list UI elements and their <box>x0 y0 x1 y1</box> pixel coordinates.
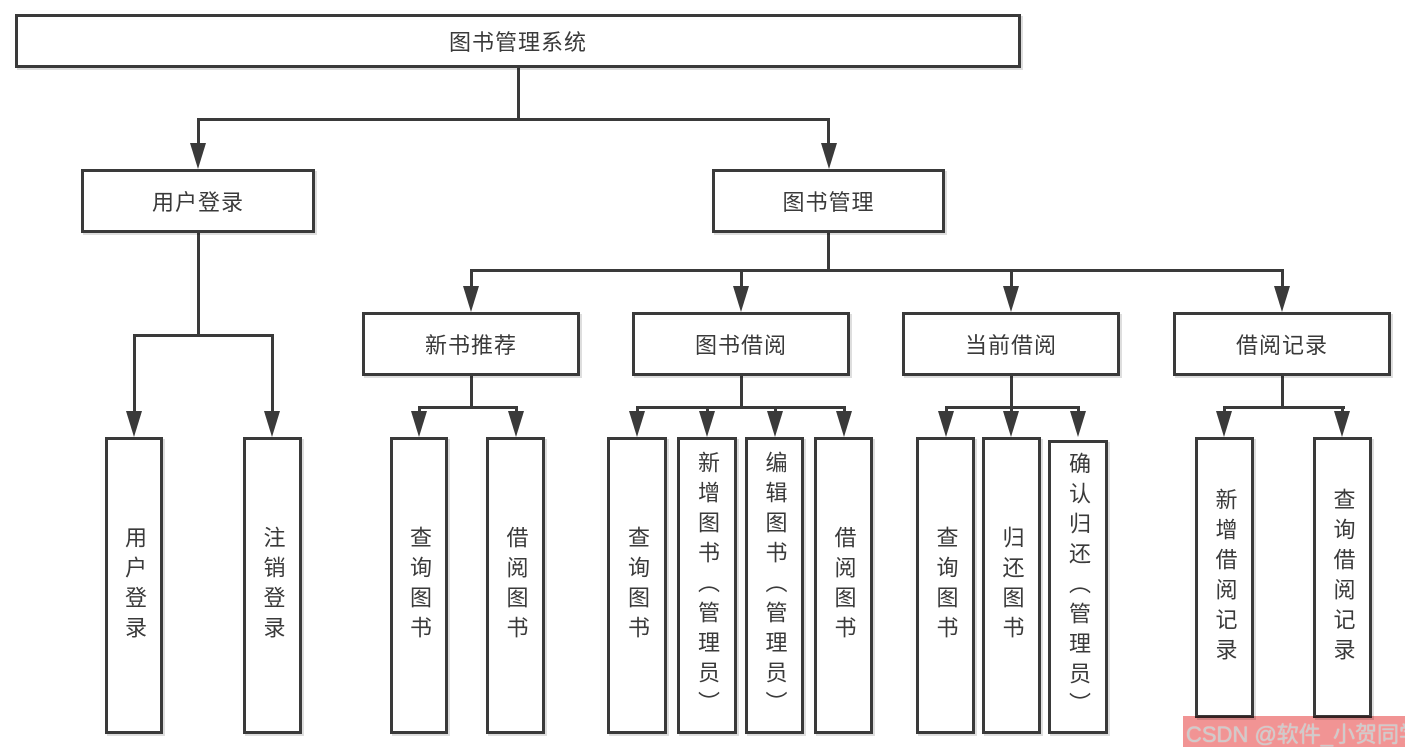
connector-line-v <box>1341 406 1344 414</box>
arrow-down-icon <box>190 143 206 169</box>
connector-line-v <box>133 334 136 413</box>
leaf-label: 查询图书 <box>933 525 959 646</box>
leaf-label: 编辑图书（管理员） <box>762 450 788 721</box>
node-label: 图书管理 <box>782 190 875 215</box>
connector-line-v <box>1281 269 1284 290</box>
node-label: 当前借阅 <box>964 333 1057 358</box>
connector-line-v <box>517 68 520 120</box>
arrow-down-icon <box>508 411 524 437</box>
leaf-label: 借阅图书 <box>831 525 857 646</box>
arrow-down-icon <box>1216 411 1232 437</box>
connector-line-h <box>133 334 274 337</box>
leaf-borrow-books-recommend: 借阅图书 <box>486 437 545 734</box>
connector-line-v <box>827 233 830 272</box>
connector-line-v <box>197 233 200 336</box>
arrow-down-icon <box>767 411 783 437</box>
leaf-label: 查询图书 <box>407 525 432 646</box>
leaf-label: 查询借阅记录 <box>1330 487 1356 668</box>
leaf-add-borrow-record: 新增借阅记录 <box>1195 437 1254 718</box>
arrow-down-icon <box>126 411 142 437</box>
leaf-logout: 注销登录 <box>243 437 302 734</box>
node-label: 用户登录 <box>151 190 244 215</box>
connector-line-v <box>945 406 948 414</box>
connector-line-v <box>1010 269 1013 290</box>
node-label: 图书借阅 <box>694 333 787 358</box>
arrow-down-icon <box>1003 411 1019 437</box>
leaf-label: 确认归还（管理员） <box>1066 452 1091 722</box>
arrow-down-icon <box>836 411 852 437</box>
connector-line-h <box>470 269 1283 272</box>
arrow-down-icon <box>264 411 280 437</box>
leaf-label: 查询图书 <box>625 525 650 646</box>
node-label: 图书管理系统 <box>448 30 587 55</box>
leaf-add-book-admin: 新增图书（管理员） <box>677 437 737 734</box>
leaf-user-login: 用户登录 <box>105 437 163 734</box>
node-user-login: 用户登录 <box>81 169 315 233</box>
node-current-borrowing: 当前借阅 <box>902 312 1120 376</box>
arrow-down-icon <box>1334 411 1350 437</box>
arrow-down-icon <box>699 411 715 437</box>
connector-line-v <box>774 406 777 414</box>
node-library-system: 图书管理系统 <box>15 14 1021 68</box>
arrow-down-icon <box>411 411 427 437</box>
node-new-book-recommendation: 新书推荐 <box>362 312 580 376</box>
node-borrowing-records: 借阅记录 <box>1173 312 1391 376</box>
connector-line-h <box>418 406 518 409</box>
connector-line-v <box>740 269 743 290</box>
connector-line-v <box>1077 406 1080 414</box>
watermark-band <box>1183 716 1405 747</box>
leaf-label: 注销登录 <box>260 525 286 646</box>
connector-line-h <box>1223 406 1345 409</box>
arrow-down-icon <box>1274 286 1290 312</box>
node-book-management: 图书管理 <box>712 169 945 233</box>
connector-line-v <box>197 118 200 146</box>
connector-line-v <box>418 406 421 414</box>
leaf-query-books-current: 查询图书 <box>916 437 975 734</box>
connector-line-v <box>470 269 473 290</box>
arrow-down-icon <box>463 286 479 312</box>
leaf-borrow-books-borrowing: 借阅图书 <box>814 437 873 734</box>
leaf-query-borrow-record: 查询借阅记录 <box>1313 437 1372 718</box>
leaf-label: 新增借阅记录 <box>1212 487 1238 668</box>
connector-line-h <box>197 118 830 121</box>
arrow-down-icon <box>629 411 645 437</box>
connector-line-v <box>515 406 518 414</box>
leaf-label: 归还图书 <box>999 525 1025 646</box>
leaf-confirm-return-admin: 确认归还（管理员） <box>1048 440 1108 734</box>
connector-line-v <box>470 376 473 409</box>
leaf-label: 新增图书（管理员） <box>695 450 720 721</box>
leaf-edit-book-admin: 编辑图书（管理员） <box>745 437 804 734</box>
arrow-down-icon <box>733 286 749 312</box>
connector-line-v <box>1010 376 1013 409</box>
connector-line-v <box>1223 406 1226 414</box>
connector-line-v <box>706 406 709 414</box>
node-label: 新书推荐 <box>424 333 517 358</box>
connector-line-v <box>1010 406 1013 414</box>
leaf-label: 用户登录 <box>122 525 147 646</box>
connector-line-v <box>827 118 830 146</box>
connector-line-v <box>740 376 743 409</box>
arrow-down-icon <box>821 143 837 169</box>
arrow-down-icon <box>1003 286 1019 312</box>
connector-line-v <box>1281 376 1284 409</box>
connector-line-v <box>636 406 639 414</box>
leaf-query-books-borrowing: 查询图书 <box>607 437 667 734</box>
leaf-query-books-recommend: 查询图书 <box>390 437 448 734</box>
leaf-label: 借阅图书 <box>503 525 529 646</box>
connector-line-v <box>271 334 274 413</box>
connector-line-h <box>636 406 846 409</box>
node-book-borrowing: 图书借阅 <box>632 312 850 376</box>
watermark-text: CSDN @软件_小贺同学 <box>1186 722 1405 747</box>
node-label: 借阅记录 <box>1235 333 1328 358</box>
arrow-down-icon <box>938 411 954 437</box>
leaf-return-books: 归还图书 <box>982 437 1041 734</box>
connector-line-v <box>843 406 846 414</box>
arrow-down-icon <box>1070 411 1086 437</box>
